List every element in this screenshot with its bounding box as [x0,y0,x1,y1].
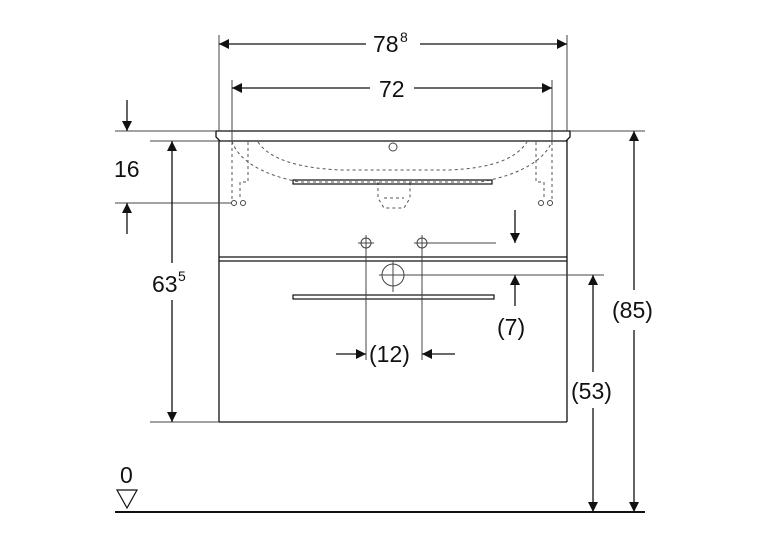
dim-total-width: 78 8 [219,29,567,57]
dim-basin-depth-value: 16 [114,156,140,182]
upper-drawer-handle [292,179,493,185]
basin-hidden-contour [231,140,553,209]
water-connection-left [358,235,374,360]
dim-total-height-value: (85) [612,297,653,323]
dim-cabinet-height-value: 63 [152,271,178,297]
dim-cabinet-height: 63 5 [152,141,186,422]
overflow-hole [388,142,398,152]
dim-tap-spacing: (12) [336,341,455,367]
level-triangle-icon [115,489,139,510]
dim-cabinet-height-sup: 5 [178,268,186,284]
dim-tap-spacing-value: (12) [369,341,410,367]
dim-inner-width: 72 [232,76,552,102]
water-connection-right [414,235,496,360]
lower-drawer-handle [292,294,495,300]
floor-level-marker: 0 [115,462,139,510]
drain-connection [379,261,604,292]
drawer-divider [219,256,567,262]
extension-lines [115,35,645,423]
dim-drain-offset-value: (7) [497,314,525,340]
dim-drain-offset: (7) [497,210,525,340]
dim-inner-width-value: 72 [379,76,405,102]
dim-drain-height-value: (53) [571,378,612,404]
floor-level-value: 0 [120,462,133,488]
washbasin-top [215,130,571,142]
dim-basin-depth: 16 [114,100,140,234]
dim-total-height: (85) [612,131,653,512]
dim-total-width-value: 78 [373,31,399,57]
dim-drain-height: (53) [571,275,612,512]
dim-total-width-sup: 8 [400,29,408,45]
cabinet-body [218,140,568,423]
